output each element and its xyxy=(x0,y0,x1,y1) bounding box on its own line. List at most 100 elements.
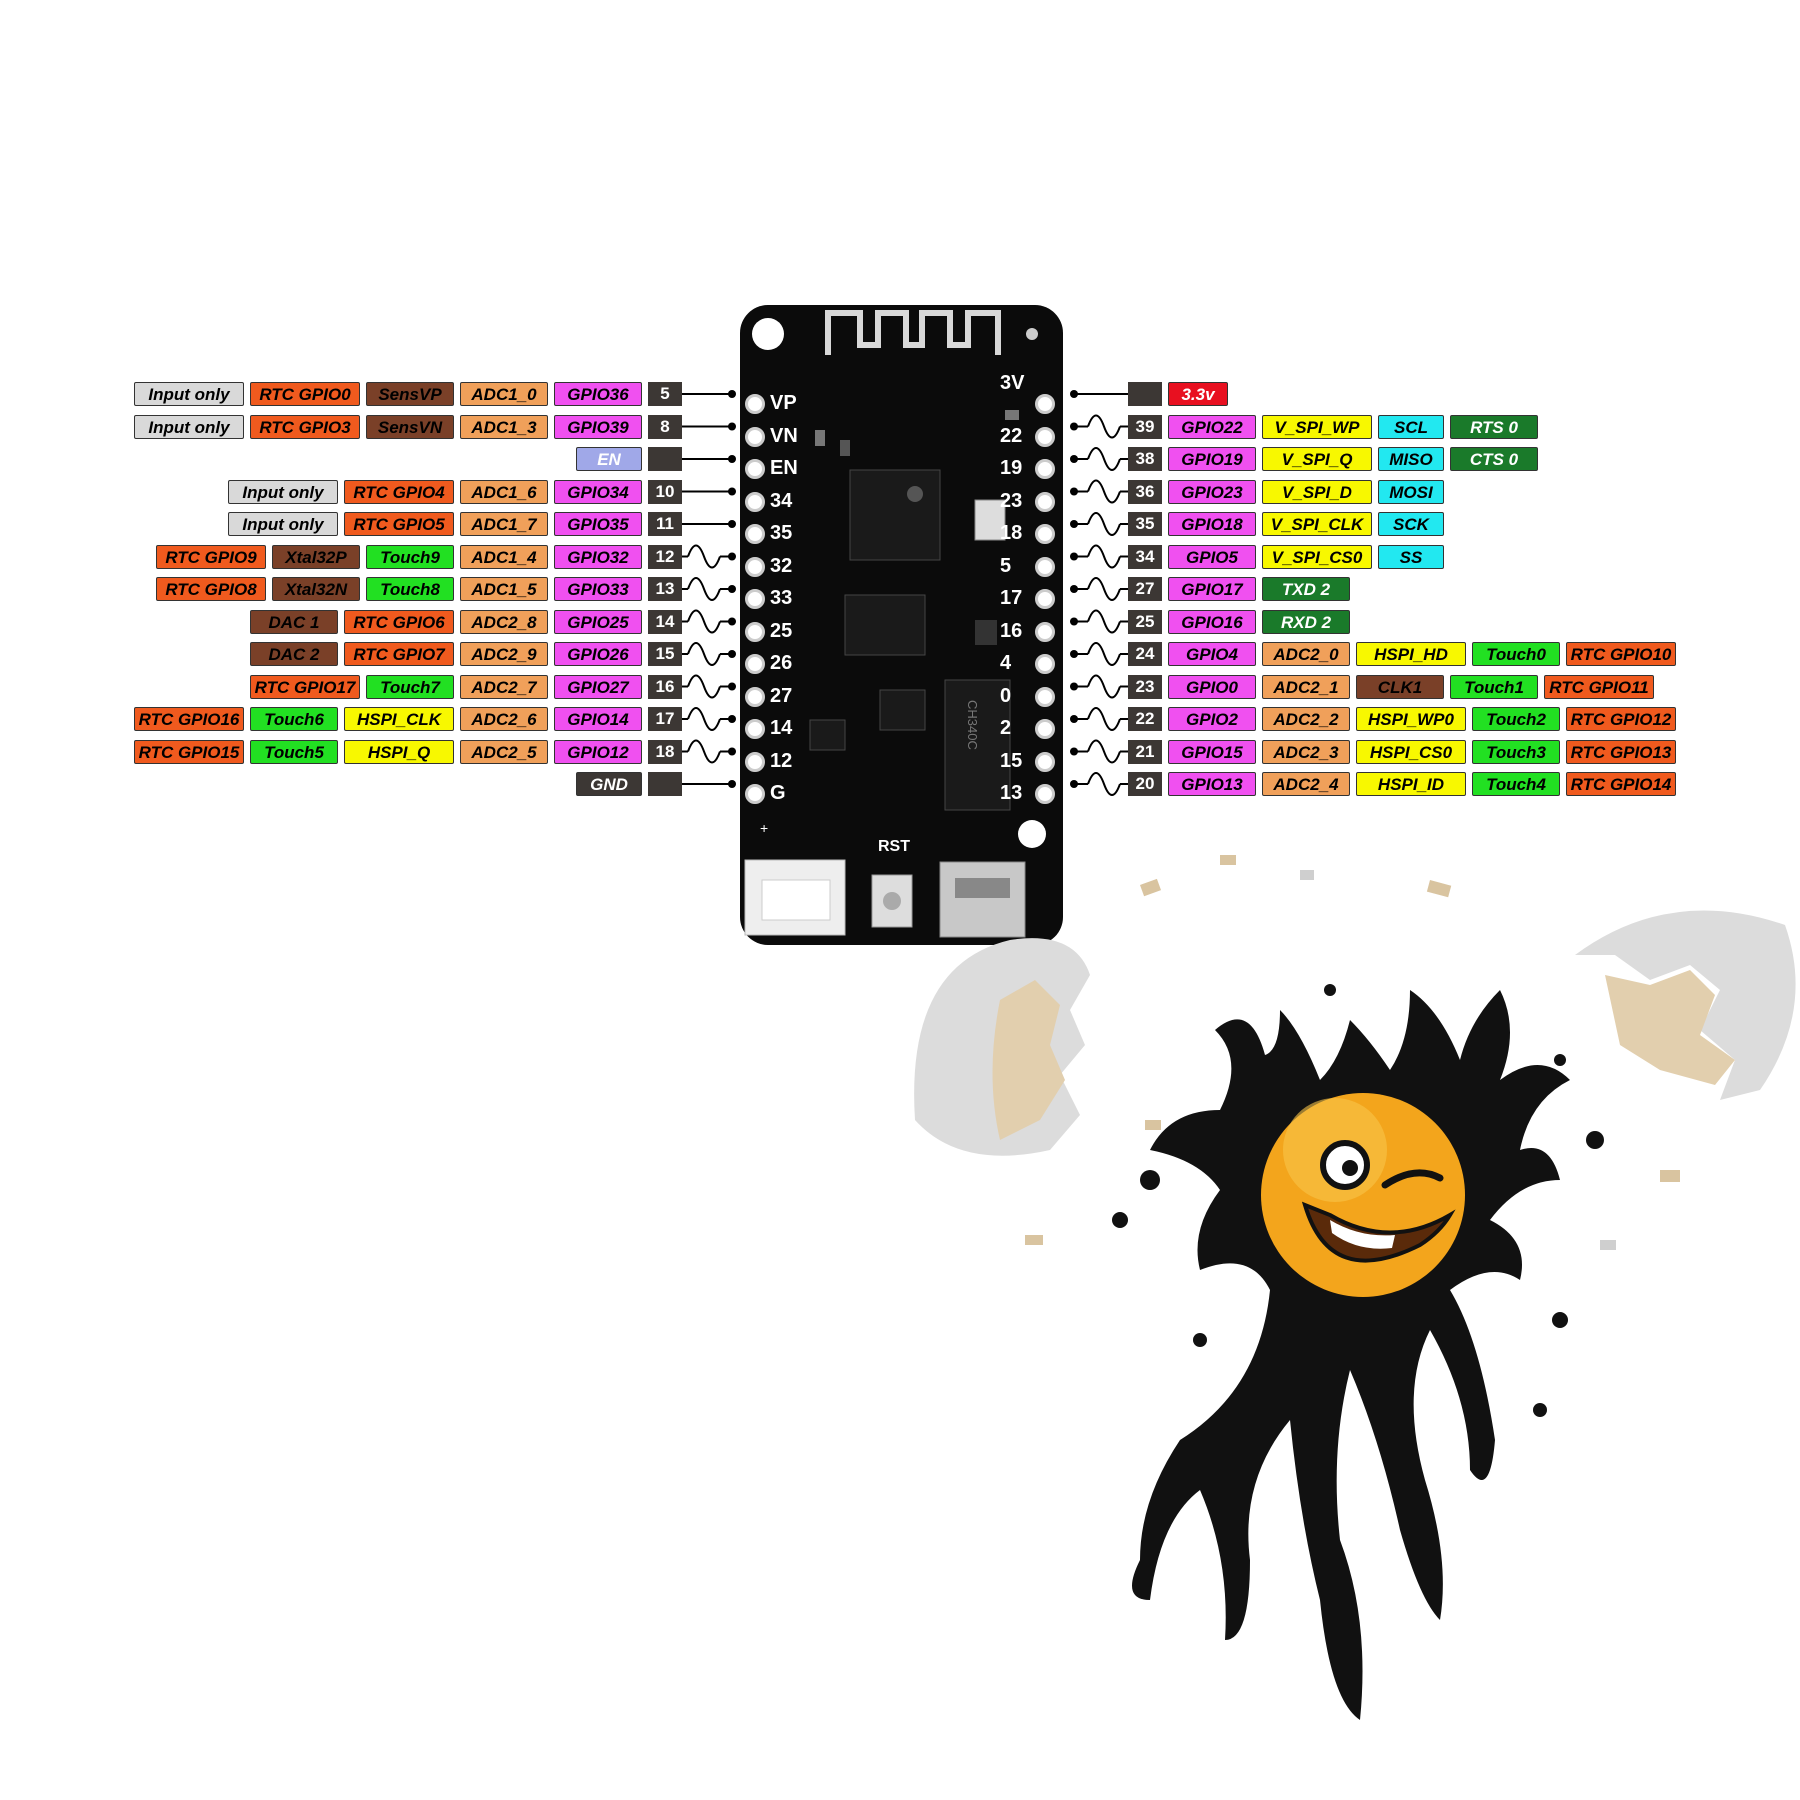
pin-number: 18 xyxy=(648,739,682,764)
header-hole xyxy=(745,589,765,609)
silk-label-right: 3V xyxy=(1000,372,1025,394)
pin-number: 11 xyxy=(648,512,682,536)
pin-function-label: GPIO35 xyxy=(554,512,642,536)
silk-label-left: 33 xyxy=(770,587,793,609)
header-hole xyxy=(1035,751,1055,772)
pin-function-label: GPIO22 xyxy=(1168,414,1256,439)
pin-function-label: SS xyxy=(1378,544,1444,569)
pin-function-label: SensVP xyxy=(366,382,454,406)
pin-function-label: GPIO39 xyxy=(554,414,642,439)
pin-function-label: GPIO36 xyxy=(554,382,642,406)
pin-number xyxy=(1128,382,1162,406)
silk-label-left: 34 xyxy=(770,489,793,512)
pin-number: 39 xyxy=(1128,414,1162,439)
header-hole xyxy=(745,459,765,479)
esp32-board: CH340C + xyxy=(740,305,1063,945)
header-hole xyxy=(745,426,765,447)
pin-function-label: GPIO2 xyxy=(1168,707,1256,731)
pin-function-label: CLK1 xyxy=(1356,674,1444,699)
pin-number: 15 xyxy=(648,642,682,666)
pin-function-label: GPIO18 xyxy=(1168,512,1256,536)
pin-function-label: RXD 2 xyxy=(1262,609,1350,634)
pin-number: 22 xyxy=(1128,707,1162,731)
pin-number: 36 xyxy=(1128,479,1162,504)
pin-function-label: ADC2_3 xyxy=(1262,739,1350,764)
header-hole xyxy=(745,621,765,642)
pin-function-label: RTC GPIO5 xyxy=(344,512,454,536)
pin-function-label: Touch6 xyxy=(250,707,338,731)
pin-function-label: ADC2_8 xyxy=(460,609,548,634)
silk-label-right: 15 xyxy=(1000,749,1023,772)
pin-function-label: Touch8 xyxy=(366,577,454,601)
header-hole xyxy=(1035,784,1055,804)
pin-function-label: GPIO32 xyxy=(554,544,642,569)
pin-number: 20 xyxy=(1128,772,1162,796)
pin-function-label: GPIO33 xyxy=(554,577,642,601)
pin-function-label: Touch1 xyxy=(1450,674,1538,699)
silk-label-left: 26 xyxy=(770,652,793,674)
plus-label: + xyxy=(760,820,768,836)
pin-function-label: GPIO23 xyxy=(1168,479,1256,504)
pin-function-label: GPIO5 xyxy=(1168,544,1256,569)
silk-label-right: 18 xyxy=(1000,522,1023,544)
pin-function-label: TXD 2 xyxy=(1262,577,1350,601)
pin-number: 16 xyxy=(648,674,682,699)
header-hole xyxy=(745,491,765,512)
pin-function-label: RTC GPIO14 xyxy=(1566,772,1676,796)
pin-number: 10 xyxy=(648,479,682,504)
pin-number: 21 xyxy=(1128,739,1162,764)
pin-number: 8 xyxy=(648,414,682,439)
pin-function-label: GPIO25 xyxy=(554,609,642,634)
pin-function-label: ADC2_2 xyxy=(1262,707,1350,731)
pin-function-label: MISO xyxy=(1378,447,1444,471)
pin-function-label: Xtal32P xyxy=(272,544,360,569)
silk-label-right: 16 xyxy=(1000,619,1023,642)
pin-function-label: HSPI_CLK xyxy=(344,707,454,731)
pin-function-label: GPIO15 xyxy=(1168,739,1256,764)
header-hole xyxy=(1035,459,1055,479)
header-hole xyxy=(745,556,765,577)
silk-label-left: 12 xyxy=(770,749,793,772)
rst-silk-label: RST xyxy=(878,838,910,855)
pin-function-label: GPIO19 xyxy=(1168,447,1256,471)
header-hole xyxy=(1035,491,1055,512)
pin-function-label: RTC GPIO17 xyxy=(250,674,360,699)
pin-function-label: ADC1_4 xyxy=(460,544,548,569)
pin-function-label: V_SPI_CS0 xyxy=(1262,544,1372,569)
pin-function-label: Input only xyxy=(134,414,244,439)
pin-function-label: GPIO0 xyxy=(1168,674,1256,699)
pin-function-label: SensVN xyxy=(366,414,454,439)
pin-function-label: ADC2_1 xyxy=(1262,674,1350,699)
pin-function-label: Touch2 xyxy=(1472,707,1560,731)
ch340c-chip: CH340C xyxy=(944,679,1011,811)
pin-function-label: Touch7 xyxy=(366,674,454,699)
pin-number: 27 xyxy=(1128,577,1162,601)
header-hole xyxy=(745,751,765,772)
header-hole xyxy=(1035,686,1055,707)
pin-function-label: RTC GPIO8 xyxy=(156,577,266,601)
pin-function-label: RTC GPIO16 xyxy=(134,707,244,731)
header-hole xyxy=(1035,719,1055,739)
pin-number: 34 xyxy=(1128,544,1162,569)
pin-function-label: RTC GPIO10 xyxy=(1566,642,1676,666)
pin-function-label: GPIO34 xyxy=(554,479,642,504)
pin-function-label: GPIO13 xyxy=(1168,772,1256,796)
pin-function-label: V_SPI_D xyxy=(1262,479,1372,504)
pin-number: 35 xyxy=(1128,512,1162,536)
pin-function-label: Touch9 xyxy=(366,544,454,569)
header-hole xyxy=(745,719,765,739)
pin-function-label: Touch0 xyxy=(1472,642,1560,666)
silk-label-right: 4 xyxy=(1000,652,1012,674)
pin-number: 5 xyxy=(648,382,682,406)
pin-function-label: GPIO12 xyxy=(554,739,642,764)
pin-function-label: GPIO17 xyxy=(1168,577,1256,601)
pin-function-label: HSPI_HD xyxy=(1356,642,1466,666)
silk-label-left: VP xyxy=(770,392,797,414)
pin-function-label: HSPI_CS0 xyxy=(1356,739,1466,764)
silk-label-left: EN xyxy=(770,457,798,479)
pin-function-label: DAC 2 xyxy=(250,642,338,666)
header-hole xyxy=(745,654,765,674)
pin-function-label: GND xyxy=(576,772,642,796)
header-hole xyxy=(1035,394,1055,414)
